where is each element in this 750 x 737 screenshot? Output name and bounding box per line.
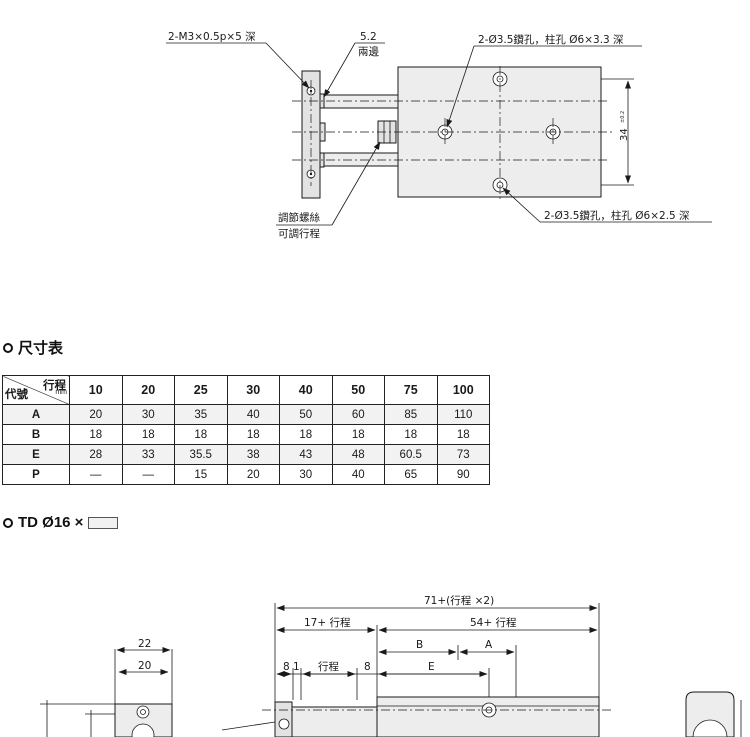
dim-height-tolerance: ±0.2: [620, 111, 626, 123]
callout-bottom-holes: 2-Ø3.5鑽孔，柱孔 Ø6×2.5 深: [544, 209, 690, 222]
table-row: P — — 15 20 30 40 65 90: [2, 464, 490, 485]
dim-8a: 8: [283, 661, 290, 673]
dim-20: 20: [138, 660, 151, 672]
table-row: E 28 33 35.5 38 43 48 60.5 73: [2, 444, 490, 465]
circle-bullet-icon: [3, 517, 13, 528]
dim-total: 71+(行程 ×2): [424, 594, 494, 607]
table-cell: 20: [69, 404, 123, 425]
table-cell: 65: [384, 464, 438, 485]
callout-rear-holes: 2-Ø3.5鑽孔，柱孔 Ø6×3.3 深: [478, 33, 624, 46]
column-header: 10: [69, 375, 123, 405]
corner-unit-label: mm: [55, 389, 67, 396]
table-cell: 18: [436, 424, 490, 445]
table-cell: 40: [331, 464, 385, 485]
guide-rod-lower: [319, 152, 399, 167]
callout-thread: 2-M3×0.5p×5 深: [168, 31, 256, 43]
table-cell: 20: [226, 464, 280, 485]
side-view-drawing: 71+(行程 ×2) 17+ 行程 54+ 行程 B A 8 1 行程 8 E: [40, 594, 742, 737]
column-header: 25: [174, 375, 228, 405]
callout-adjust-line2: 可調行程: [278, 227, 320, 240]
dim-b: B: [416, 639, 423, 651]
table-cell: 18: [69, 424, 123, 445]
stroke-input-box: [88, 516, 119, 529]
top-view-drawing: 34 ±0.2 2-M3×0.5p×5 深 5.2 兩邊 2-Ø3.5鑽孔，柱孔…: [166, 31, 712, 240]
table-cell: 90: [436, 464, 490, 485]
row-code: B: [2, 424, 70, 445]
table-cell: 18: [331, 424, 385, 445]
corner-stroke-label: 行程: [43, 380, 66, 392]
column-header: 30: [226, 375, 280, 405]
table-cell: 30: [121, 404, 175, 425]
table-cell: 15: [174, 464, 228, 485]
corner-code-label: 代號: [5, 389, 28, 401]
table-cell: 48: [331, 444, 385, 465]
table-cell: 40: [226, 404, 280, 425]
dim-22: 22: [138, 638, 151, 650]
table-cell: 110: [436, 404, 490, 425]
table-cell: 33: [121, 444, 175, 465]
table-cell: 35: [174, 404, 228, 425]
counterbore-holes: [437, 71, 561, 193]
table-cell: 50: [279, 404, 333, 425]
table-cell: 73: [436, 444, 490, 465]
dimension-table: 行程 mm 代號 10 20 25 30 40 50 75 100 A 20 3…: [2, 375, 490, 485]
row-code: A: [2, 404, 70, 425]
callout-width: 5.2: [360, 31, 377, 43]
callout-sides: 兩邊: [358, 45, 379, 58]
table-cell: 28: [69, 444, 123, 465]
dim-height: 34: [619, 128, 630, 141]
circle-bullet-icon: [3, 342, 13, 353]
dim-right: 54+ 行程: [470, 616, 517, 629]
dimension-table-title: 尺寸表: [18, 340, 64, 357]
row-code: P: [2, 464, 70, 485]
table-cell: 18: [384, 424, 438, 445]
table-row: A 20 30 35 40 50 60 85 110: [2, 404, 490, 425]
table-cell: 18: [174, 424, 228, 445]
table-cell: 18: [226, 424, 280, 445]
table-cell: 60.5: [384, 444, 438, 465]
guide-rod-upper: [319, 94, 399, 109]
dim-stroke: 行程: [318, 660, 339, 673]
table-cell: 60: [331, 404, 385, 425]
dim-e: E: [428, 661, 435, 673]
table-corner-cell: 行程 mm 代號: [2, 375, 70, 405]
column-header: 40: [279, 375, 333, 405]
table-cell: 43: [279, 444, 333, 465]
table-row: B 18 18 18 18 18 18 18 18: [2, 424, 490, 445]
table-cell: 18: [121, 424, 175, 445]
column-header: 20: [121, 375, 175, 405]
table-cell: 85: [384, 404, 438, 425]
dim-8b: 8: [364, 661, 371, 673]
table-cell: 30: [279, 464, 333, 485]
row-code: E: [2, 444, 70, 465]
column-header: 75: [384, 375, 438, 405]
dim-1: 1: [293, 661, 300, 673]
table-cell: 38: [226, 444, 280, 465]
table-cell: 35.5: [174, 444, 228, 465]
model-heading: TD Ø16 ×: [3, 514, 119, 531]
dimension-table-heading: 尺寸表: [3, 337, 63, 358]
model-title: TD Ø16 ×: [18, 514, 84, 531]
table-cell: —: [121, 464, 175, 485]
column-header: 50: [331, 375, 385, 405]
table-cell: 18: [279, 424, 333, 445]
column-header: 100: [436, 375, 490, 405]
dim-left: 17+ 行程: [304, 616, 351, 629]
dim-a: A: [485, 639, 493, 651]
table-cell: —: [69, 464, 123, 485]
callout-adjust-line1: 調節螺絲: [278, 211, 320, 224]
